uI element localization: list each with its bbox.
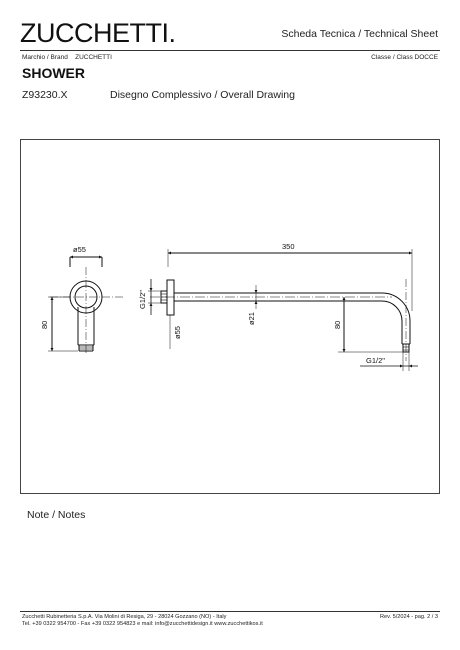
footer-address: Zucchetti Rubinetteria S.p.A. Via Molini… bbox=[22, 614, 227, 620]
pipe-diameter-label: ø21 bbox=[247, 312, 256, 325]
front-view: 350 bbox=[138, 242, 418, 371]
side-diameter-label: ø55 bbox=[73, 245, 86, 254]
header-divider bbox=[20, 50, 440, 51]
length-label: 350 bbox=[282, 242, 295, 251]
product-code: Z93230.X bbox=[22, 89, 68, 101]
footer-revision: Rev. 5/2024 - pag. 2 / 3 bbox=[379, 614, 438, 620]
technical-drawing: ø55 80 bbox=[40, 242, 418, 371]
footer-contacts: Tel. +39 0322 954700 - Fax +39 0322 9548… bbox=[22, 621, 263, 627]
footer-divider bbox=[20, 611, 440, 612]
side-height-label: 80 bbox=[40, 321, 49, 329]
sheet-label: Scheda Tecnica / Technical Sheet bbox=[281, 28, 438, 40]
drop-height-label: 80 bbox=[333, 321, 342, 329]
flange-diameter-label: ø55 bbox=[173, 326, 182, 339]
class-row: Classe / Class DOCCE bbox=[371, 54, 438, 61]
left-thread-label: G1/2" bbox=[138, 290, 147, 309]
brand-logo: ZUCCHETTI. bbox=[20, 18, 176, 48]
drawing-frame: ø55 80 bbox=[20, 139, 440, 494]
product-title: SHOWER bbox=[22, 65, 85, 81]
drawing-title: Disegno Complessivo / Overall Drawing bbox=[110, 89, 295, 101]
right-thread-label: G1/2" bbox=[366, 356, 385, 365]
side-view: ø55 80 bbox=[40, 245, 124, 354]
notes-label: Note / Notes bbox=[27, 509, 86, 521]
brand-row: Marchio / Brand ZUCCHETTI bbox=[22, 54, 112, 61]
